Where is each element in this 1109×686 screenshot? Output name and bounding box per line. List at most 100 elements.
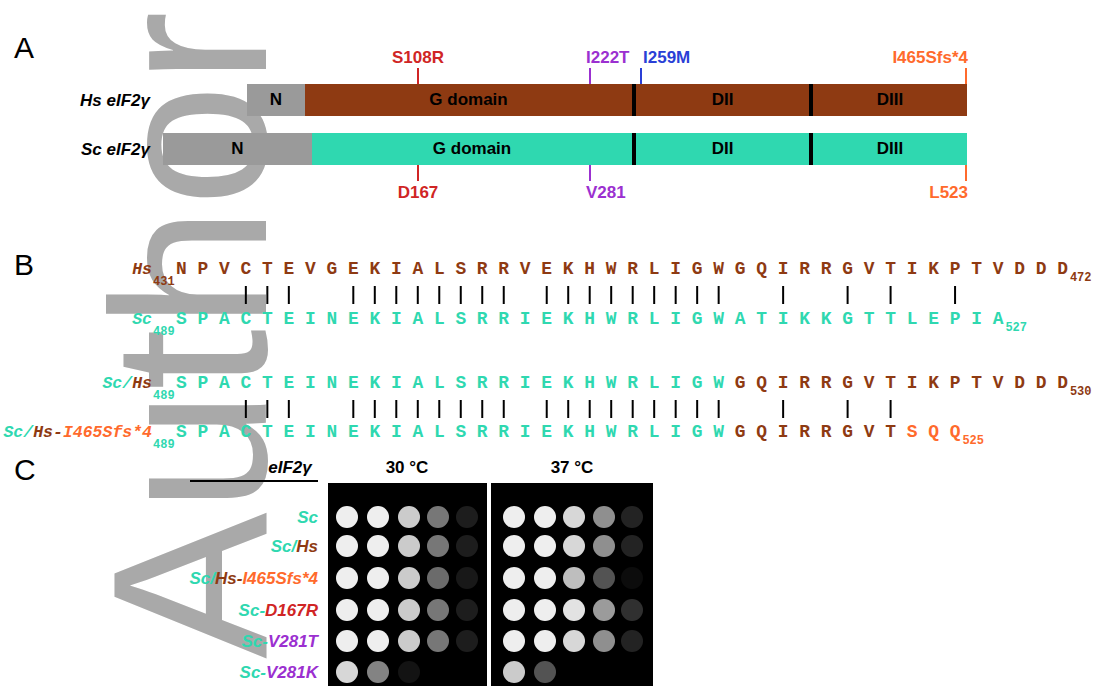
panel-letter: A (14, 31, 34, 64)
label-text: Sc (297, 508, 318, 527)
yeast-spot (563, 506, 585, 528)
sequence-text: G Q I R R G V T (735, 422, 896, 442)
label-group: Sc eIF2γ (81, 141, 150, 158)
sequence-text: S P A C T E I N E K I A L S R R I E K H … (176, 309, 1003, 329)
sequence-text: N P V C T E V G E K I A L S R R V E K H … (176, 259, 1068, 279)
identity-bar (890, 400, 892, 418)
label-group: C (14, 455, 36, 485)
yeast-spot (593, 630, 615, 652)
yeast-spot (621, 535, 643, 557)
label-group: Sc (132, 311, 152, 329)
label-text: Sc/ (3, 423, 33, 442)
label-text: I465Sfs*4 (63, 423, 152, 442)
tick (417, 68, 419, 84)
label-text: 431 (153, 275, 175, 289)
label-text: V281 (586, 183, 626, 202)
domain-box: N (247, 84, 305, 116)
yeast-spot (398, 630, 420, 652)
label-text: S108R (392, 48, 444, 67)
label-group: 489 (153, 435, 175, 451)
label-group: Hs eIF2γ (80, 92, 150, 109)
yeast-spot (367, 661, 389, 683)
yeast-spot (534, 599, 556, 621)
plate-photo (328, 483, 487, 686)
label-text: Sc/ (271, 537, 297, 556)
sequence-text: S P A C T E I N E K I A L S R R I E K H … (176, 373, 724, 393)
identity-bar (374, 400, 376, 418)
tick (589, 165, 591, 181)
label-text: Sc- (239, 601, 265, 620)
identity-bar (438, 400, 440, 418)
label-group: Sc-D167R (239, 602, 318, 619)
label-text: 37 °C (551, 458, 594, 477)
label-group: Sc/Hs (102, 375, 152, 393)
label-text: Hs (296, 537, 318, 556)
label-group: A (14, 33, 34, 63)
domain-label: G domain (429, 90, 507, 110)
yeast-spot (398, 661, 420, 683)
domain-box: N (163, 133, 312, 165)
identity-bar (546, 286, 548, 304)
tick (965, 68, 967, 84)
yeast-spot (563, 630, 585, 652)
plate-photo (491, 483, 653, 686)
label-text: I465Sfs*4 (892, 48, 968, 67)
identity-bar (782, 400, 784, 418)
yeast-spot (456, 535, 478, 557)
label-text: Sc/ (102, 374, 132, 393)
yeast-spot (336, 630, 358, 652)
identity-bar (417, 286, 419, 304)
sequence-text: G Q I R R G V T I K P T V D D D (735, 373, 1068, 393)
label-text: 489 (153, 389, 175, 403)
identity-bar (847, 286, 849, 304)
label-group: S P A C T E I N E K I A L S R R I E K H … (176, 375, 1092, 393)
alignment-bars (246, 286, 955, 418)
yeast-spot (534, 567, 556, 589)
yeast-spot (367, 567, 389, 589)
yeast-spot (593, 535, 615, 557)
label-group: eIF2γ (268, 459, 311, 476)
identity-bar (288, 400, 290, 418)
yeast-spot (621, 630, 643, 652)
domain-box: DII (632, 84, 809, 116)
label-group: Sc/Hs-I465Sfs*4 (3, 424, 152, 442)
identity-bar (890, 286, 892, 304)
label-group: L523 (929, 184, 968, 201)
yeast-spot (503, 599, 525, 621)
label-text: 489 (153, 438, 175, 452)
identity-bar (352, 400, 354, 418)
identity-bar (782, 286, 784, 304)
label-text: Sc/ (189, 569, 215, 588)
identity-bar (417, 400, 419, 418)
identity-bar (567, 400, 569, 418)
yeast-spot (534, 630, 556, 652)
label-text: D167 (398, 183, 439, 202)
label-text: 489 (153, 325, 175, 339)
yeast-spot (427, 506, 449, 528)
domain-label: N (270, 90, 282, 110)
yeast-spot (503, 535, 525, 557)
yeast-spot (367, 630, 389, 652)
label-text: 527 (1005, 321, 1027, 335)
yeast-spot (593, 506, 615, 528)
identity-bar (503, 286, 505, 304)
label-group: Hs (132, 261, 152, 279)
domain-label: DIII (877, 90, 903, 110)
yeast-spot (398, 567, 420, 589)
yeast-spot (367, 599, 389, 621)
yeast-spot (427, 567, 449, 589)
identity-bar (610, 286, 612, 304)
tick (417, 165, 419, 181)
label-text: Hs (132, 374, 152, 393)
identity-bar (567, 286, 569, 304)
yeast-spot (398, 599, 420, 621)
label-text: D167R (265, 601, 318, 620)
yeast-spot (621, 506, 643, 528)
domain-label: G domain (433, 139, 511, 159)
label-group: 30 °C (386, 459, 429, 476)
domain-box: DIII (809, 84, 967, 116)
label-text: Sc (132, 310, 152, 329)
identity-bar (632, 400, 634, 418)
tick (640, 68, 642, 84)
label-group: D167 (398, 184, 439, 201)
